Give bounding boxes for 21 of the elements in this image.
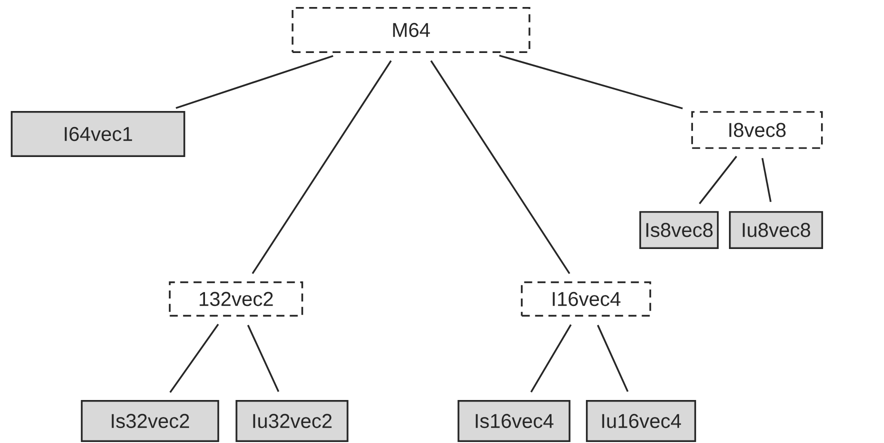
group-box: 132vec2 — [168, 281, 304, 317]
leaf-box: Is16vec4 — [458, 400, 570, 442]
leaf-box: Iu8vec8 — [728, 211, 824, 249]
connector-line — [596, 324, 629, 392]
connector-line — [247, 324, 280, 392]
leaf-box: Iu32vec2 — [236, 400, 348, 442]
group-box: I8vec8 — [691, 111, 823, 149]
group-box: I16vec4 — [520, 281, 652, 317]
group-box: M64 — [292, 7, 530, 53]
connector-line — [176, 55, 334, 109]
connector-line — [530, 324, 572, 392]
connector-line — [499, 54, 683, 110]
connector-line — [169, 324, 219, 393]
leaf-box: Is8vec8 — [639, 211, 719, 249]
connector-line — [698, 156, 738, 204]
leaf-box: Iu16vec4 — [586, 400, 696, 442]
leaf-box: I64vec1 — [10, 111, 186, 157]
connector-line — [762, 158, 772, 202]
leaf-box: Is32vec2 — [80, 400, 220, 442]
connector-line — [430, 60, 570, 274]
connector-line — [252, 60, 392, 274]
